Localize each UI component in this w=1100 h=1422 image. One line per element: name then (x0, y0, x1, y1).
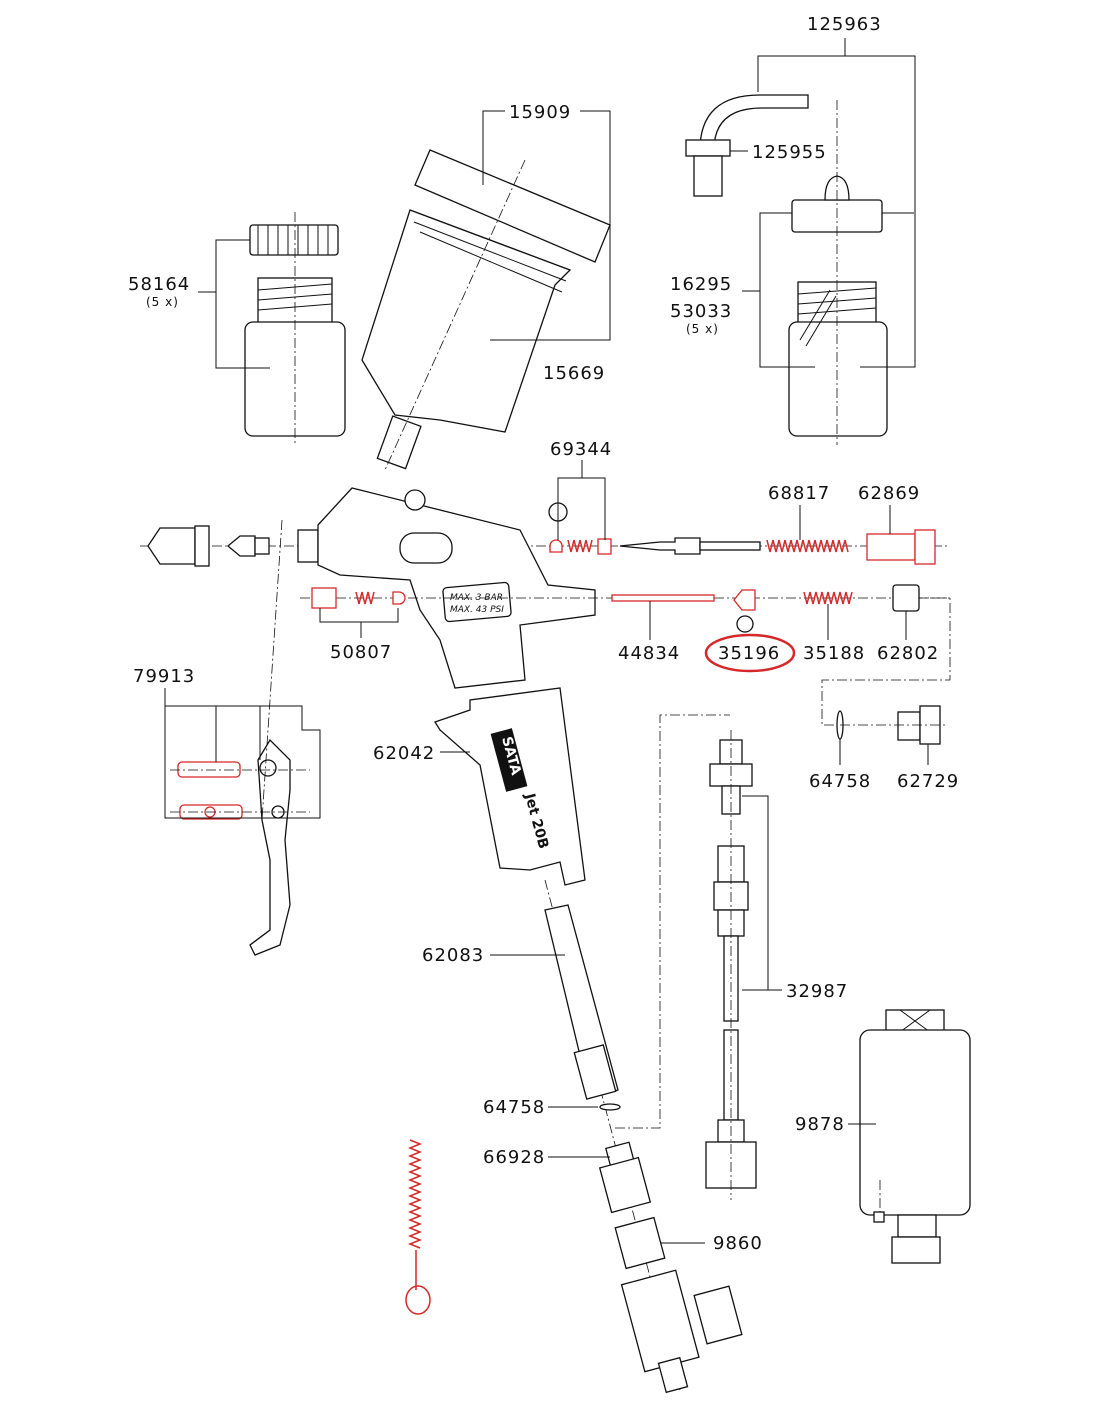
gun-body: MAX. 3 BAR MAX. 43 PSI (317, 487, 596, 689)
hose-32987 (705, 739, 757, 1189)
part-label-35188: 35188 (803, 643, 865, 664)
part-label-64758-bottom: 64758 (483, 1097, 545, 1118)
part-label-68817: 68817 (768, 483, 830, 504)
part-label-9878: 9878 (795, 1114, 845, 1135)
part-label-66928: 66928 (483, 1147, 545, 1168)
needle (619, 537, 761, 555)
part-label-44834: 44834 (618, 643, 680, 664)
part-50807 (311, 587, 406, 609)
part-label-62042: 62042 (373, 743, 435, 764)
part-qty-58164: (5 x) (146, 295, 179, 309)
part-label-53033: 53033 (670, 301, 732, 322)
part-label-125955: 125955 (752, 142, 827, 163)
trigger (177, 738, 291, 956)
nozzle-parts (147, 525, 319, 567)
cleaning-brush (405, 1139, 431, 1315)
part-68817 (766, 539, 849, 553)
part-label-15909: 15909 (509, 102, 571, 123)
part-35196 (733, 589, 756, 633)
part-label-79913: 79913 (133, 666, 195, 687)
highlight-circle-35196 (704, 633, 796, 673)
paint-cup (361, 149, 611, 471)
part-label-15669: 15669 (543, 363, 605, 384)
part-label-62729: 62729 (897, 771, 959, 792)
part-64758-bottom (599, 1103, 621, 1111)
part-66928 (598, 1141, 652, 1214)
part-label-9860: 9860 (713, 1233, 763, 1254)
filter-9878 (859, 1009, 971, 1264)
part-label-62083: 62083 (422, 945, 484, 966)
part-62869 (866, 529, 936, 565)
gun-label-max-psi: MAX. 43 PSI (450, 605, 504, 615)
part-62802 (892, 584, 920, 612)
part-label-35196: 35196 (718, 643, 780, 664)
bottle-16295 (685, 94, 888, 445)
part-44834 (611, 594, 715, 602)
part-label-16295: 16295 (670, 274, 732, 295)
part-label-125963: 125963 (807, 14, 882, 35)
part-label-69344: 69344 (550, 439, 612, 460)
part-label-62802: 62802 (877, 643, 939, 664)
part-label-32987: 32987 (786, 981, 848, 1002)
part-label-50807: 50807 (330, 642, 392, 663)
part-qty-53033: (5 x) (686, 322, 719, 336)
part-label-58164: 58164 (128, 274, 190, 295)
bottle-58164 (244, 212, 346, 445)
part-9860 (614, 1216, 743, 1394)
part-label-62869: 62869 (858, 483, 920, 504)
part-35188 (803, 591, 853, 605)
part-label-64758-right: 64758 (809, 771, 871, 792)
handle-62042: SATA Jet 20B (434, 687, 586, 886)
tube-62083 (544, 904, 619, 1100)
